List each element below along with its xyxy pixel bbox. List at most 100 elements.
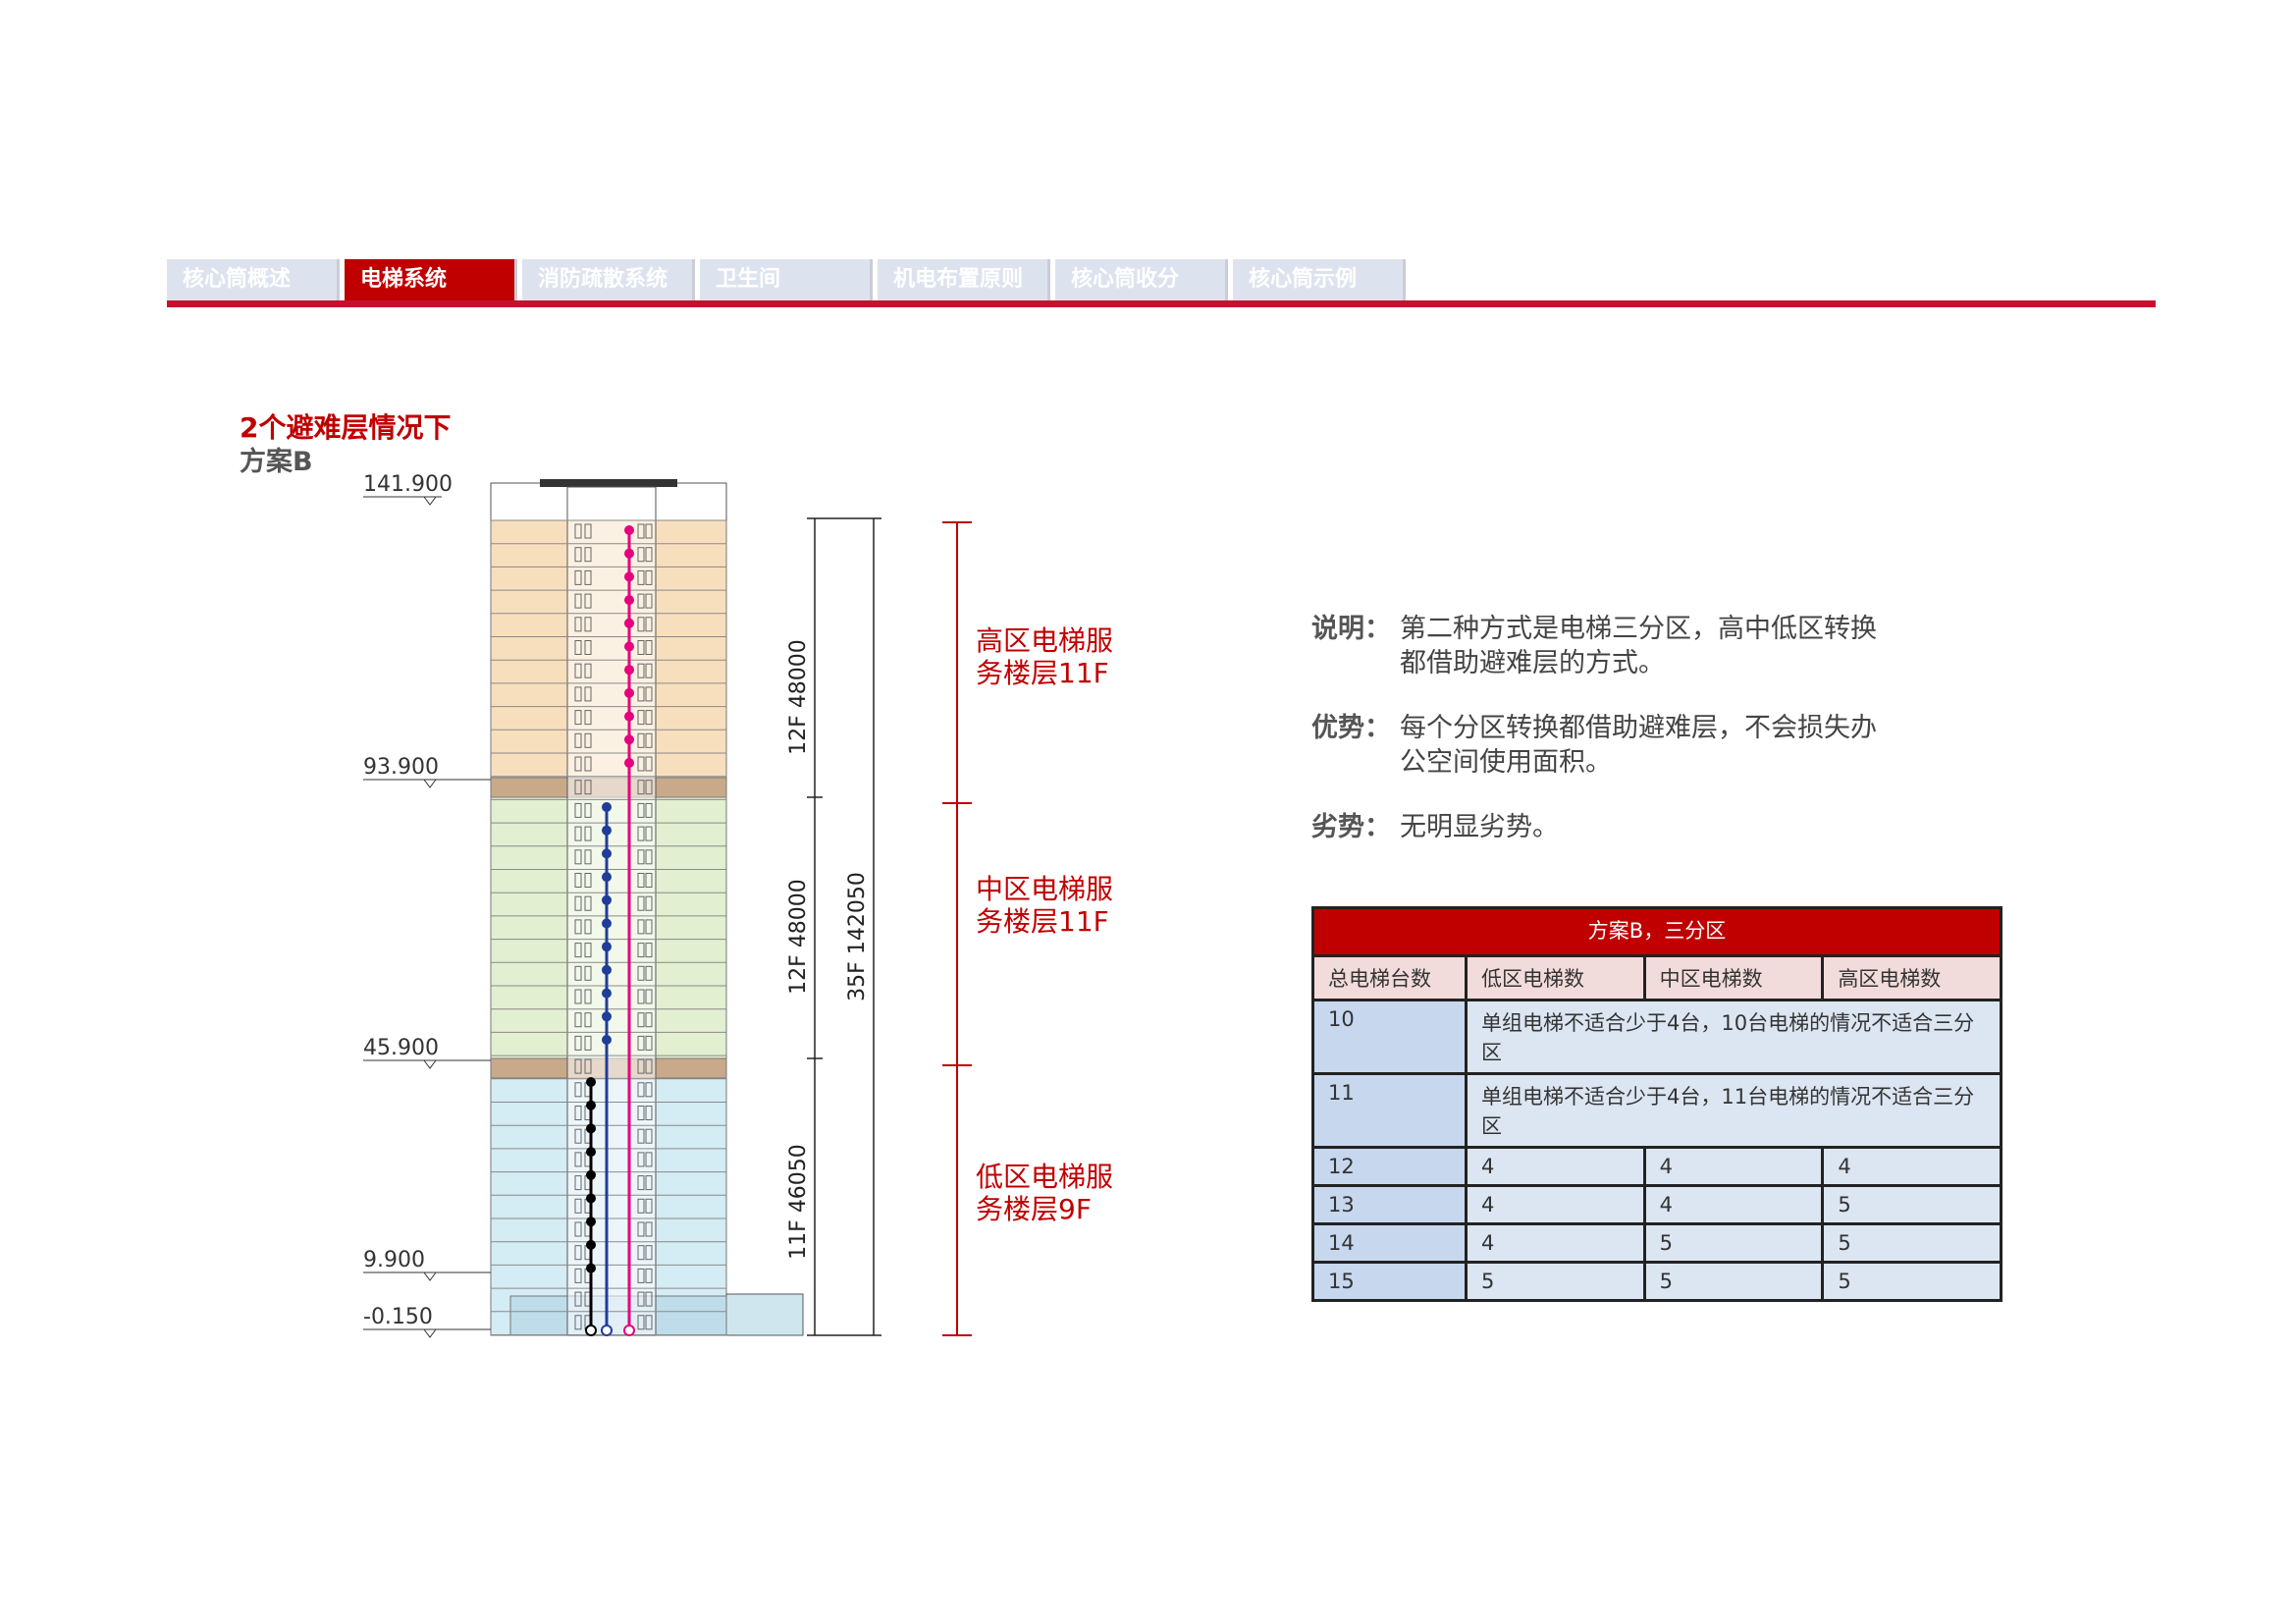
core-window <box>637 1175 645 1191</box>
mid-elevator-stop <box>602 825 612 836</box>
core-window <box>645 523 653 539</box>
dim-mid: 12F 48000 <box>786 879 811 995</box>
core-window <box>574 663 582 678</box>
core-window <box>637 849 645 865</box>
core-window <box>574 780 582 795</box>
core-window <box>574 593 582 609</box>
high-elevator-stop <box>624 618 634 628</box>
desc-advantage: 优势：每个分区转换都借助避难层，不会损失办 公空间使用面积。 <box>1311 713 1877 778</box>
core-window <box>645 569 653 585</box>
core-window <box>584 640 592 655</box>
core-window <box>584 617 592 632</box>
high-elevator-stop <box>624 595 634 606</box>
core-window <box>637 569 645 585</box>
core-window <box>645 1035 653 1051</box>
dim-high: 12F 48000 <box>786 639 811 755</box>
tab-core-setback[interactable]: 核心筒收分 <box>1055 259 1228 300</box>
core-window <box>645 802 653 818</box>
core-window <box>637 1221 645 1237</box>
high-elevator-stop-ground <box>623 1325 635 1336</box>
high-elevator-stop <box>624 641 634 652</box>
core-window <box>645 617 653 632</box>
core-window <box>645 989 653 1004</box>
core-windows <box>574 523 653 1330</box>
core-window <box>645 710 653 726</box>
core-window <box>574 686 582 702</box>
level-45900: 45.900 <box>363 1036 439 1060</box>
table-row: 10 单组电梯不适合少于4台，10台电梯的情况不适合三分区 <box>1311 999 2002 1075</box>
core-window <box>584 569 592 585</box>
core-window <box>637 1035 645 1051</box>
tab-fire-evacuation[interactable]: 消防疏散系统 <box>522 259 695 300</box>
zone-label-mid: 中区电梯服 务楼层11F <box>976 873 1114 938</box>
core-window <box>637 1198 645 1214</box>
core-window <box>584 710 592 726</box>
low-elevator-stop <box>586 1123 596 1134</box>
mid-elevator-stop <box>602 918 612 929</box>
mid-elevator-stop <box>602 848 612 859</box>
core-window <box>574 1012 582 1028</box>
core-window <box>637 895 645 911</box>
core-window <box>637 1152 645 1167</box>
core-window <box>574 802 582 818</box>
core-window <box>645 1221 653 1237</box>
core-window <box>584 593 592 609</box>
core-window <box>645 1128 653 1144</box>
core-window <box>574 1082 582 1098</box>
core-window <box>574 640 582 655</box>
dim-total: 35F 142050 <box>845 872 870 1001</box>
core-window <box>637 873 645 888</box>
core-window <box>645 1012 653 1028</box>
core-window <box>637 919 645 935</box>
floor-lines <box>491 519 726 1335</box>
core-window <box>645 732 653 748</box>
tab-mep-layout[interactable]: 机电布置原则 <box>878 259 1050 300</box>
core-window <box>574 1175 582 1191</box>
low-elevator-stop <box>586 1100 596 1110</box>
core-window <box>637 710 645 726</box>
tab-elevator-system[interactable]: 电梯系统 <box>345 259 517 300</box>
core-window <box>574 1315 582 1330</box>
core-window <box>645 1245 653 1261</box>
core-window <box>637 1082 645 1098</box>
core-window <box>584 873 592 888</box>
table-row: 12 4 4 4 <box>1311 1146 2002 1187</box>
core-window <box>584 686 592 702</box>
core-window <box>637 732 645 748</box>
core-window <box>574 756 582 772</box>
zone-label-high: 高区电梯服 务楼层11F <box>976 624 1114 689</box>
core-window <box>584 523 592 539</box>
core-window <box>584 989 592 1004</box>
core-window <box>637 1245 645 1261</box>
table-row: 11 单组电梯不适合少于4台，11台电梯的情况不适合三分区 <box>1311 1072 2002 1149</box>
table-caption: 方案B，三分区 <box>1311 906 2002 957</box>
core-window <box>645 640 653 655</box>
tab-restroom[interactable]: 卫生间 <box>700 259 873 300</box>
level-93900: 93.900 <box>363 755 439 780</box>
core-window <box>637 826 645 841</box>
core-window <box>637 1268 645 1283</box>
core-window <box>584 943 592 958</box>
low-elevator-stop-ground <box>585 1325 597 1336</box>
high-elevator-stop <box>624 758 634 768</box>
core-window <box>645 1291 653 1307</box>
mid-elevator-stop <box>602 964 612 975</box>
tab-core-examples[interactable]: 核心筒示例 <box>1233 259 1406 300</box>
podium <box>725 1293 804 1336</box>
core-window <box>574 1221 582 1237</box>
nav-tabs: 核心筒概述 电梯系统 消防疏散系统 卫生间 机电布置原则 核心筒收分 核心筒示例 <box>167 259 1411 304</box>
core-window <box>645 965 653 981</box>
tab-core-overview[interactable]: 核心筒概述 <box>167 259 340 300</box>
core-window <box>574 1198 582 1214</box>
mid-elevator-stop <box>602 894 612 905</box>
core-window <box>645 547 653 563</box>
core-window <box>645 686 653 702</box>
core-window <box>574 1268 582 1283</box>
dimension-lines <box>807 517 881 1336</box>
page-subtitle: 方案B <box>240 447 313 477</box>
mid-elevator-stop <box>602 942 612 952</box>
low-elevator-stop <box>586 1147 596 1158</box>
high-elevator-stop <box>624 548 634 559</box>
col-mid: 中区电梯数 <box>1642 954 1825 1001</box>
col-high: 高区电梯数 <box>1821 954 2002 1001</box>
